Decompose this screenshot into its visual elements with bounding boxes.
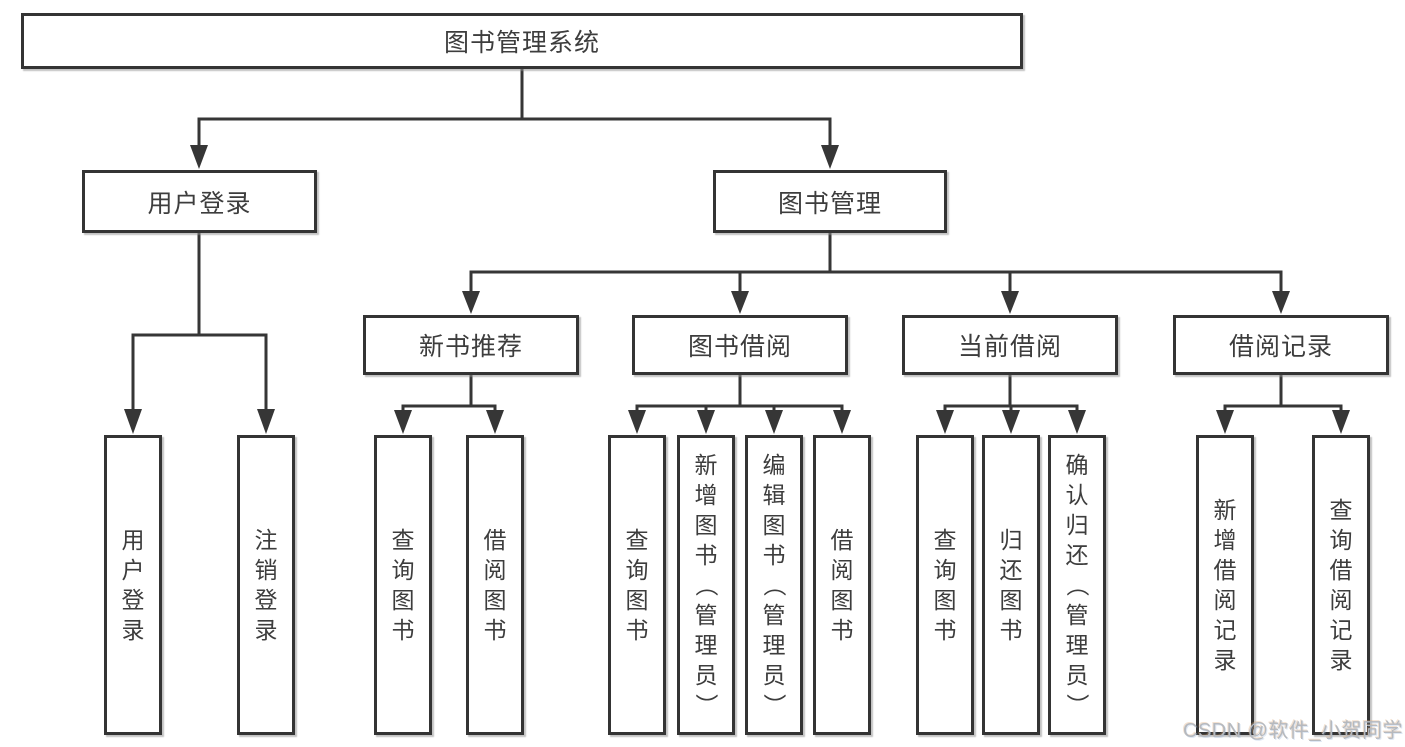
leaf-add-borrow-record-node: 新增借阅记录 [1196, 435, 1254, 735]
leaf-query-borrow-record-label: 查询借阅记录 [1329, 497, 1353, 673]
group-borrow-record-label: 借阅记录 [1228, 333, 1333, 361]
group-current-borrow-label: 当前借阅 [957, 333, 1062, 361]
leaf-query-books-2-label: 查询图书 [625, 527, 649, 643]
leaf-query-books-1-node: 查询图书 [374, 435, 432, 735]
leaf-logout-label: 注销登录 [254, 527, 278, 643]
branch-user-login-node: 用户登录 [82, 170, 317, 233]
connector-book-borrow-to-leaves [628, 375, 851, 434]
branch-user-login-label: 用户登录 [147, 189, 252, 218]
leaf-borrow-books-1-label: 借阅图书 [483, 527, 507, 643]
leaf-logout-node: 注销登录 [237, 435, 295, 735]
group-borrow-record-node: 借阅记录 [1173, 315, 1389, 375]
leaf-query-books-2-node: 查询图书 [608, 435, 666, 735]
leaf-query-books-3-node: 查询图书 [916, 435, 974, 735]
leaf-confirm-return-admin-node: 确认归还（管理员） [1048, 435, 1106, 735]
leaf-user-login-node: 用户登录 [104, 435, 162, 735]
connector-current-borrow-to-leaves [936, 375, 1086, 434]
leaf-query-books-1-label: 查询图书 [391, 527, 415, 643]
leaf-add-books-admin-label: 新增图书（管理员） [693, 452, 719, 717]
leaf-user-login-label: 用户登录 [121, 527, 145, 643]
leaf-borrow-books-2-node: 借阅图书 [813, 435, 871, 735]
group-book-borrow-label: 图书借阅 [687, 333, 792, 361]
connector-new-book-to-leaves [394, 375, 504, 434]
branch-book-mgmt-label: 图书管理 [777, 189, 882, 218]
leaf-return-books-label: 归还图书 [999, 527, 1023, 643]
csdn-watermark: CSDN @软件_小贺同学 [1183, 720, 1404, 742]
connector-user-login-to-leaves [124, 233, 275, 434]
group-new-book-recommend-node: 新书推荐 [363, 315, 579, 375]
leaf-query-books-3-label: 查询图书 [933, 527, 957, 643]
leaf-query-borrow-record-node: 查询借阅记录 [1312, 435, 1370, 735]
root-node-library-system: 图书管理系统 [21, 13, 1023, 69]
leaf-borrow-books-1-node: 借阅图书 [466, 435, 524, 735]
group-current-borrow-node: 当前借阅 [902, 315, 1118, 375]
connector-root-to-level2 [190, 69, 839, 169]
leaf-add-books-admin-node: 新增图书（管理员） [677, 435, 735, 735]
leaf-add-borrow-record-label: 新增借阅记录 [1213, 497, 1237, 673]
connector-borrow-record-to-leaves [1216, 375, 1350, 434]
leaf-return-books-node: 归还图书 [982, 435, 1040, 735]
leaf-edit-books-admin-node: 编辑图书（管理员） [745, 435, 803, 735]
group-book-borrow-node: 图书借阅 [632, 315, 848, 375]
leaf-edit-books-admin-label: 编辑图书（管理员） [761, 452, 787, 717]
leaf-borrow-books-2-label: 借阅图书 [830, 527, 854, 643]
group-new-book-recommend-label: 新书推荐 [418, 333, 523, 361]
connector-book-mgmt-to-level3 [462, 233, 1290, 314]
root-label: 图书管理系统 [443, 29, 600, 57]
leaf-confirm-return-admin-label: 确认归还（管理员） [1064, 452, 1090, 717]
branch-book-mgmt-node: 图书管理 [713, 170, 947, 233]
